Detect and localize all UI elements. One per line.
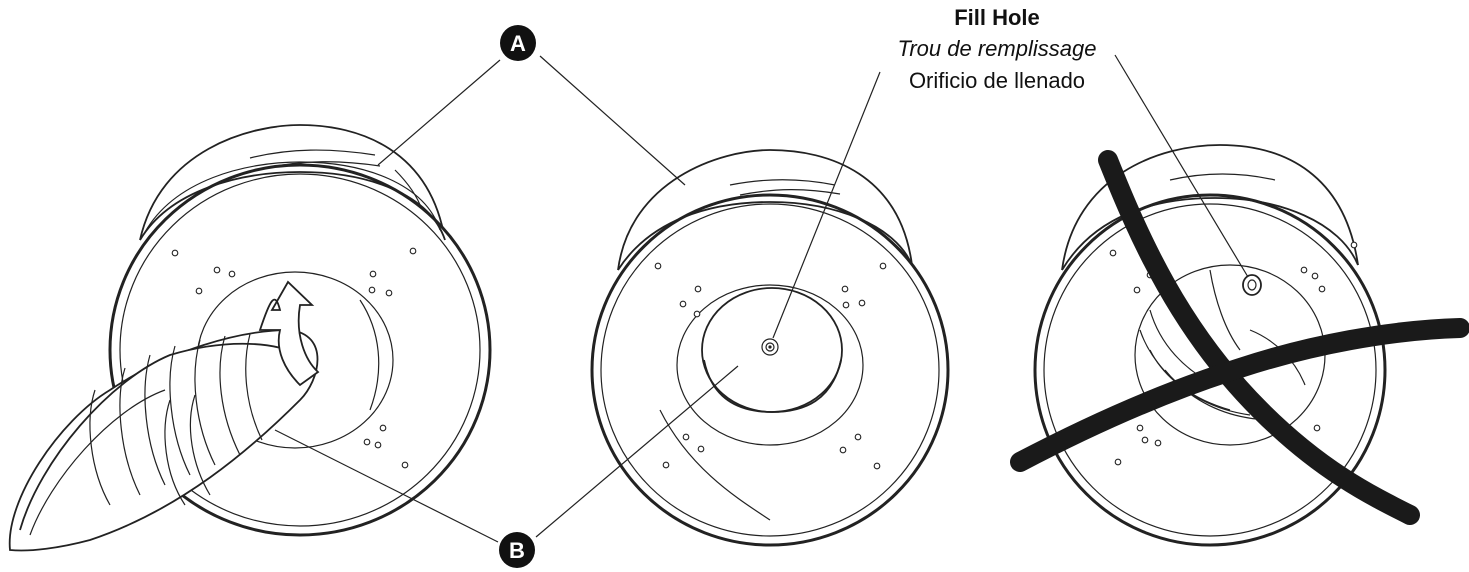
fill-hole-label: Fill Hole Trou de remplissage Orificio d…	[898, 5, 1097, 93]
panel-assembled	[590, 149, 950, 547]
fill-hole-label-en: Fill Hole	[954, 5, 1040, 30]
mounting-holes	[171, 247, 417, 469]
cross-mark-stroke-1	[1098, 150, 1420, 525]
panel-crossed-out	[1010, 144, 1469, 547]
callout-a: A	[500, 25, 536, 61]
leader-lines	[274, 54, 1249, 543]
panel-insert-being-pushed	[8, 124, 492, 552]
push-arrow	[258, 280, 320, 387]
fill-hole-label-es: Orificio de llenado	[909, 68, 1085, 93]
callout-a-label: A	[510, 31, 526, 56]
callout-b: B	[499, 532, 535, 568]
cross-mark-stroke-2	[1010, 318, 1469, 472]
fill-hole-label-fr: Trou de remplissage	[898, 36, 1097, 61]
fill-hole-3	[1242, 274, 1262, 296]
fill-hole-2	[761, 338, 779, 356]
mounting-holes-2	[654, 262, 887, 470]
inner-ring-2	[676, 284, 864, 446]
callout-b-label: B	[509, 538, 525, 563]
